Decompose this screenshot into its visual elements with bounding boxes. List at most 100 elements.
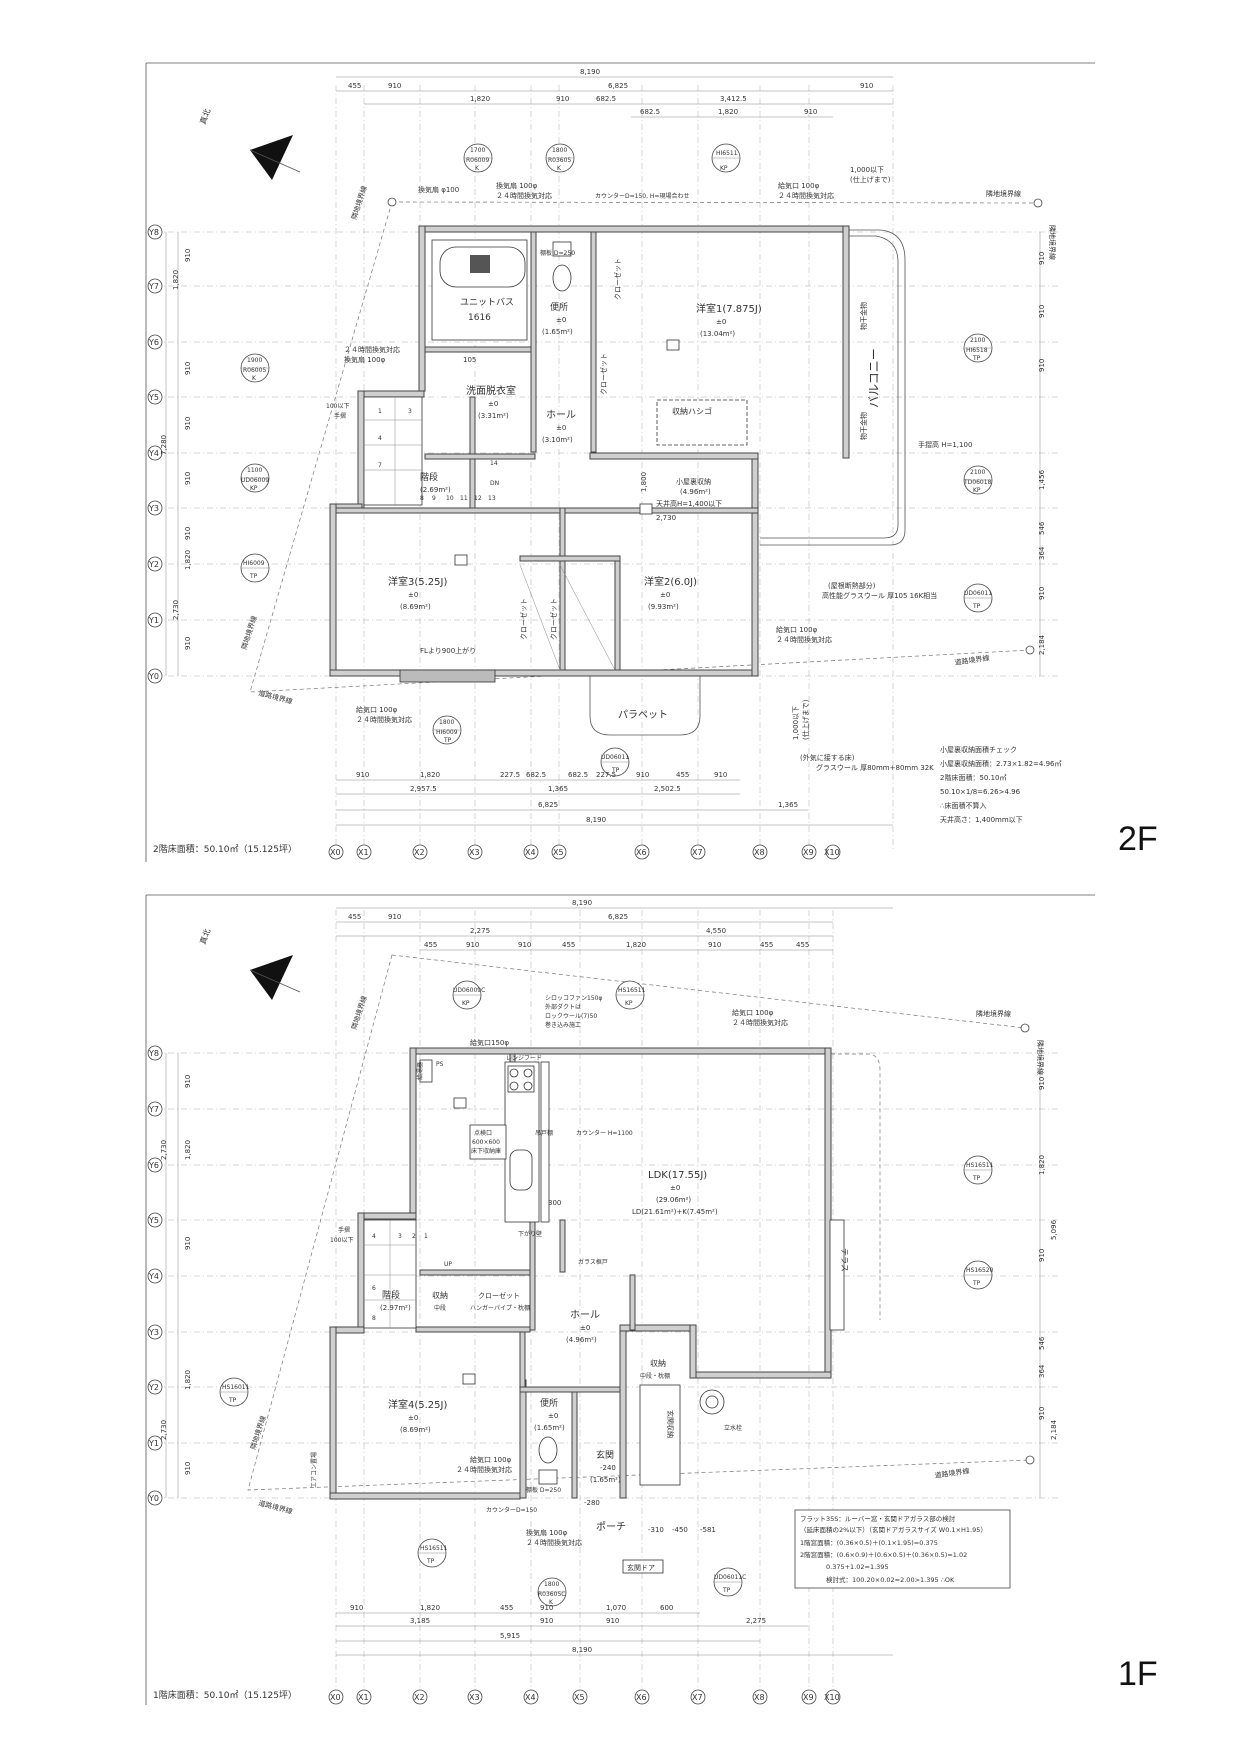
svg-text:11: 11: [460, 495, 468, 502]
svg-text:9: 9: [432, 495, 436, 502]
svg-text:クローゼット: クローゼット: [519, 598, 528, 640]
svg-text:洋室2(6.0J): 洋室2(6.0J): [644, 575, 697, 588]
grid-y-label: Y8: [148, 228, 159, 237]
upper-grid: [155, 85, 1060, 850]
svg-text:２４時間換気対応: ２４時間換気対応: [356, 715, 412, 724]
svg-text:給気口 100φ: 給気口 100φ: [470, 1455, 512, 1464]
svg-text:換気扇 φ100: 換気扇 φ100: [418, 185, 459, 194]
upper-grid-x-labels: X0 X1 X2 X3 X4 X5 X6 X7 X8 X9 X10: [328, 844, 841, 860]
svg-text:2,730: 2,730: [656, 514, 676, 522]
lower-sheet: 真北 Y8 Y7 Y6: [145, 894, 1095, 1705]
svg-text:1,820: 1,820: [470, 95, 490, 103]
svg-text:Y3: Y3: [148, 1328, 159, 1337]
svg-text:KP: KP: [973, 487, 981, 494]
svg-text:中段: 中段: [434, 1304, 446, 1312]
parapet-label: パラペット: [618, 709, 668, 721]
svg-text:546: 546: [1038, 521, 1046, 535]
lower-storage: 収納 中段 クローゼット ハンガーパイプ・枕棚: [432, 1290, 530, 1312]
svg-text:HS16511: HS16511: [966, 1162, 994, 1169]
svg-text:道路境界線: 道路境界線: [954, 653, 990, 667]
svg-text:910: 910: [184, 249, 192, 262]
svg-text:DN: DN: [490, 480, 499, 487]
svg-text:1,456: 1,456: [1038, 469, 1046, 490]
svg-text:910: 910: [540, 1617, 553, 1625]
svg-text:TP: TP: [722, 1587, 731, 1594]
svg-text:TP: TP: [611, 767, 620, 774]
svg-text:1,800: 1,800: [640, 472, 648, 492]
lower-storage2: 収納 中段・枕棚 玄関収納 立水栓: [639, 1358, 742, 1486]
compass-label: 真北: [197, 927, 212, 945]
lower-stairs: 1 2 3 4 6 8 階段 (2.97m²) UP 手摺 100以下: [330, 1219, 452, 1329]
svg-text:グラスウール 厚80mm+80mm 32K: グラスウール 厚80mm+80mm 32K: [816, 763, 934, 772]
compass-icon: 真北: [197, 927, 301, 1000]
svg-text:100以下: 100以下: [326, 403, 349, 410]
attic-storage: 小屋裏収納 (4.96m²) 天井高H=1,400以下 1,800 2,730: [639, 472, 722, 522]
svg-text:吊戸棚: 吊戸棚: [535, 1129, 553, 1137]
grid-y-label: Y5: [148, 393, 159, 402]
svg-text:床下収納庫: 床下収納庫: [471, 1147, 501, 1155]
svg-text:X8: X8: [754, 1693, 765, 1702]
svg-text:X7: X7: [692, 848, 703, 857]
svg-text:外部ダクトは: 外部ダクトは: [545, 1003, 581, 1011]
svg-text:1900: 1900: [247, 357, 262, 364]
svg-text:8,190: 8,190: [580, 68, 600, 76]
svg-text:2100: 2100: [970, 337, 985, 344]
svg-text:２４時間換気対応: ２４時間換気対応: [456, 1465, 512, 1474]
svg-text:TP: TP: [972, 1280, 981, 1287]
svg-text:5,096: 5,096: [1050, 1219, 1058, 1240]
compass-icon: 真北: [197, 107, 301, 180]
svg-text:227.5: 227.5: [596, 771, 616, 779]
svg-text:910: 910: [708, 941, 721, 949]
svg-text:換気扇 100φ: 換気扇 100φ: [496, 181, 538, 190]
svg-text:4: 4: [378, 435, 382, 442]
svg-text:エアコン置場: エアコン置場: [310, 1452, 318, 1488]
svg-text:±0: ±0: [660, 591, 670, 599]
svg-text:UD06009: UD06009: [241, 477, 269, 484]
svg-text:910: 910: [184, 362, 192, 375]
svg-text:手摺: 手摺: [338, 1226, 350, 1234]
svg-text:455: 455: [500, 1604, 513, 1612]
svg-text:給気口150φ: 給気口150φ: [470, 1038, 509, 1047]
svg-text:±0: ±0: [556, 424, 566, 432]
svg-text:7,280: 7,280: [160, 435, 168, 455]
lower-dims-top: 8,190 455 910 6,825 2,275 4,550 455 910 …: [336, 899, 893, 951]
svg-text:洋室4(5.25J): 洋室4(5.25J): [388, 1398, 447, 1411]
svg-text:13: 13: [488, 495, 496, 502]
svg-text:HI6009: HI6009: [436, 729, 458, 736]
svg-text:±0: ±0: [556, 316, 566, 324]
grid-y-label: Y1: [148, 616, 159, 625]
svg-text:±0: ±0: [488, 400, 498, 408]
lower-hall: ホール ±0 (4.96m²): [566, 1309, 600, 1344]
svg-text:6,825: 6,825: [608, 82, 628, 90]
svg-text:455: 455: [760, 941, 773, 949]
svg-text:換気扇 100φ: 換気扇 100φ: [344, 355, 386, 364]
svg-text:600: 600: [660, 1604, 673, 1612]
svg-text:-310: -310: [648, 1526, 664, 1534]
svg-text:2階床面積：50.10㎡: 2階床面積：50.10㎡: [940, 773, 1007, 782]
svg-text:100以下: 100以下: [330, 1237, 353, 1244]
svg-text:UD06011: UD06011: [601, 754, 629, 761]
svg-text:1: 1: [424, 1233, 428, 1240]
svg-text:TP: TP: [443, 737, 452, 744]
svg-text:隣地境界線: 隣地境界線: [986, 189, 1021, 198]
svg-text:910: 910: [636, 771, 649, 779]
svg-text:K: K: [557, 165, 562, 172]
svg-text:X3: X3: [469, 848, 480, 857]
svg-text:X10: X10: [824, 848, 840, 857]
svg-text:Y7: Y7: [148, 1105, 159, 1114]
grid-y-label: Y6: [148, 338, 159, 347]
svg-text:682.5: 682.5: [526, 771, 546, 779]
svg-text:3,185: 3,185: [410, 1617, 430, 1625]
svg-text:1,820: 1,820: [420, 1604, 440, 1612]
svg-text:1,365: 1,365: [778, 801, 798, 809]
svg-text:910: 910: [1038, 1077, 1046, 1090]
svg-text:下がり壁: 下がり壁: [518, 1230, 542, 1238]
svg-text:682.5: 682.5: [640, 108, 660, 116]
